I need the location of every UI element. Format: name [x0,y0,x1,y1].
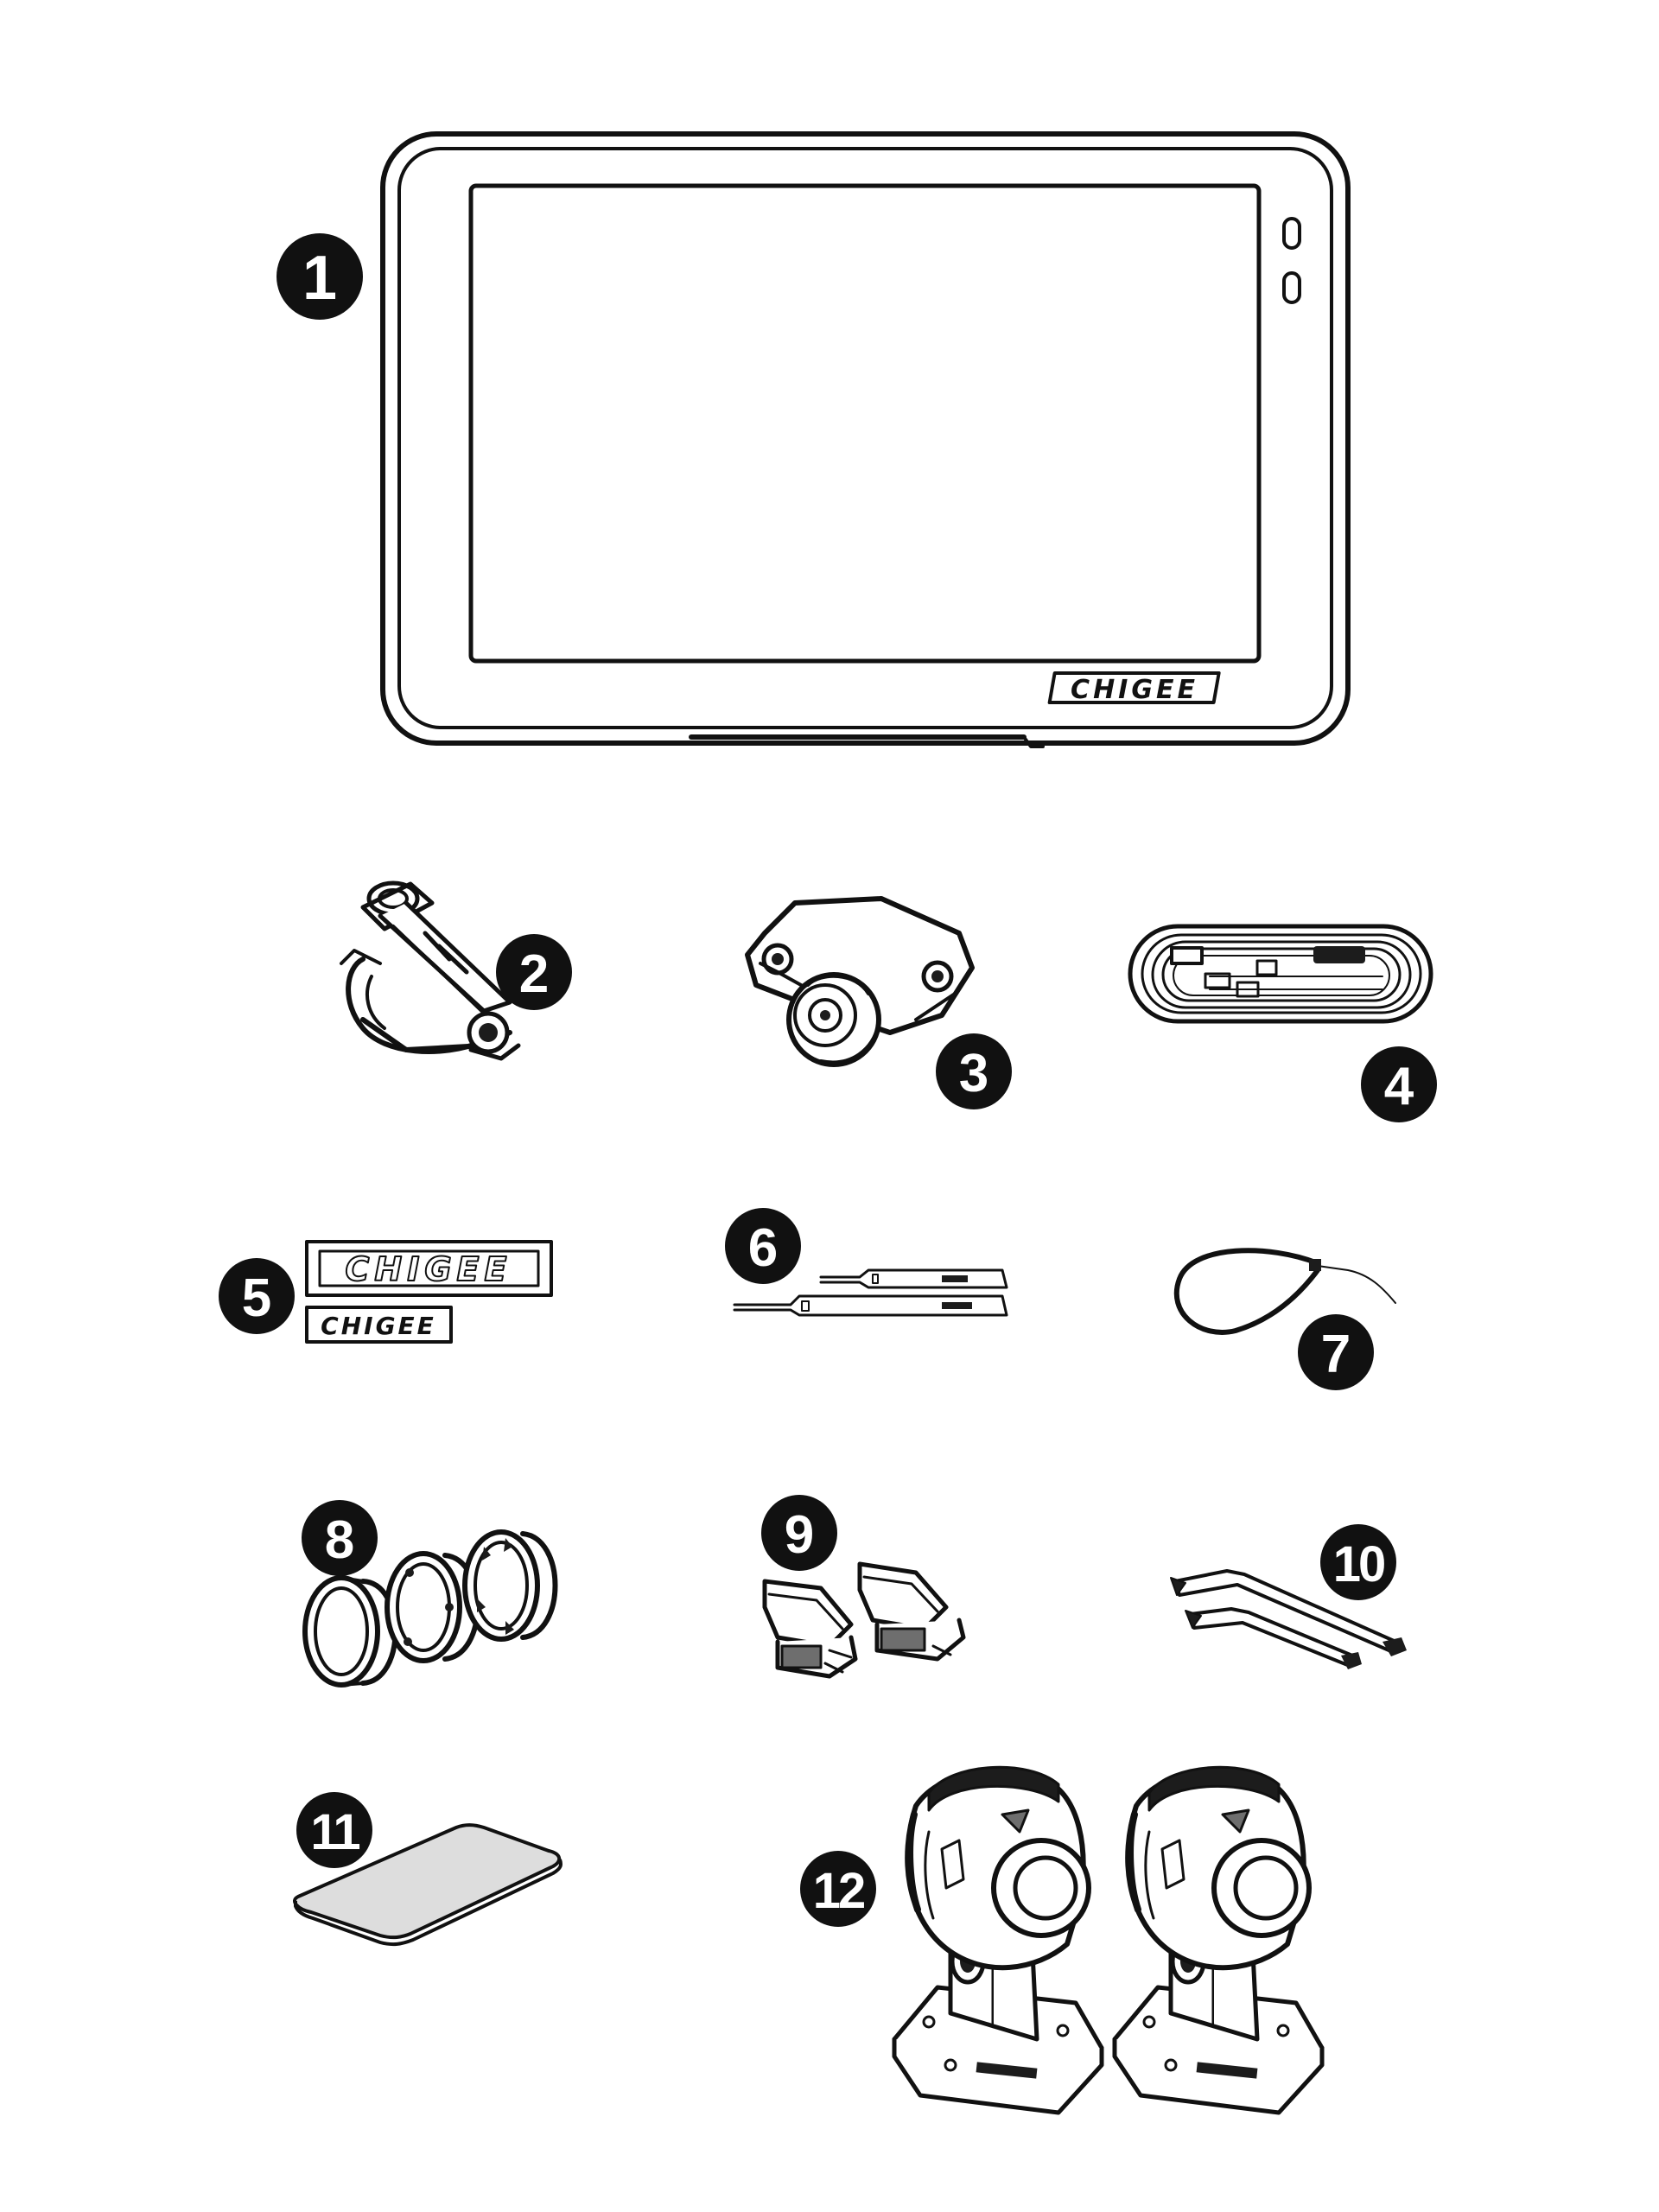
camera-left [892,1765,1104,2115]
item-badge-2: 2 [496,934,572,1010]
item-number-5: 5 [242,1268,271,1328]
logo-stickers-icon: CHIGEE CHIGEE [305,1240,553,1344]
item-number-7: 7 [1321,1325,1351,1384]
display-logo: CHIGEE [1047,671,1221,705]
item-badge-6: 6 [725,1208,801,1284]
item-number-3: 3 [959,1044,988,1103]
item-number-12: 12 [813,1863,864,1919]
item-badge-7: 7 [1298,1314,1374,1390]
wire-connectors-icon [762,1561,966,1679]
removal-tools-icon [733,1268,1008,1317]
item-badge-10: 10 [1320,1524,1396,1600]
display-monitor-icon: CHIGEE [380,131,1351,748]
power-cable-icon [1128,924,1433,1024]
sticker-small-text: CHIGEE [321,1312,436,1340]
cable-tie-icon [1173,1248,1396,1335]
item-number-2: 2 [519,944,549,1004]
item-badge-3: 3 [936,1033,1012,1109]
item-number-8: 8 [325,1510,354,1570]
item-badge-12: 12 [800,1851,876,1927]
item-number-6: 6 [748,1218,778,1278]
sticker-large-text: CHIGEE [346,1250,512,1288]
ball-mount-base-icon [745,896,975,1067]
handlebar-mount-arm-icon [340,880,521,1061]
display-logo-text: CHIGEE [1071,675,1198,705]
item-badge-9: 9 [761,1495,837,1571]
item-badge-8: 8 [302,1500,378,1576]
adhesive-pad-icon [293,1823,563,1947]
cameras-icon [892,1765,1325,2115]
item-number-1: 1 [302,244,337,313]
item-badge-11: 11 [296,1792,372,1868]
item-number-10: 10 [1333,1536,1384,1592]
item-number-4: 4 [1384,1057,1414,1116]
hex-keys-icon [1170,1569,1407,1669]
item-badge-1: 1 [276,233,363,320]
item-badge-5: 5 [219,1258,295,1334]
camera-right [1112,1765,1325,2115]
item-number-11: 11 [310,1804,359,1860]
item-badge-4: 4 [1361,1046,1437,1122]
rubber-shims-icon [302,1529,558,1688]
item-number-9: 9 [785,1505,814,1565]
